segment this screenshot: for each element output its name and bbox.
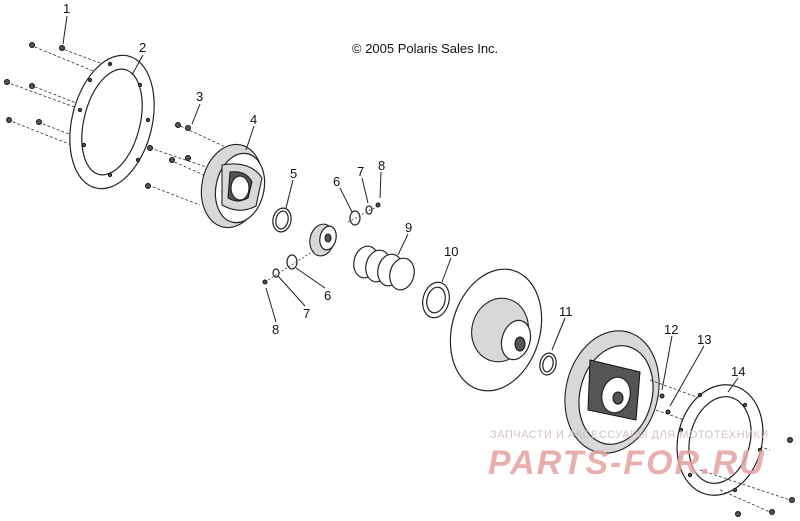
bolt-group-right bbox=[699, 437, 795, 517]
bushing-washer-upper bbox=[347, 202, 381, 226]
callout-leaders bbox=[62, 15, 739, 407]
watermark-tagline: ЗАПЧАСТИ И АКСЕССУАРЫ ДЛЯ МОТОТЕХНИКИ bbox=[490, 429, 769, 441]
fixed-sheave bbox=[564, 330, 660, 454]
watermark: ЗАПЧАСТИ И АКСЕССУАРЫ ДЛЯ МОТОТЕХНИКИ PA… bbox=[488, 429, 769, 482]
callout-12: 12 bbox=[664, 322, 678, 337]
callout-9: 9 bbox=[405, 220, 412, 235]
ring-10 bbox=[422, 281, 450, 319]
callout-7-upper: 7 bbox=[357, 164, 364, 179]
copyright-text: © 2005 Polaris Sales Inc. bbox=[352, 41, 498, 56]
callout-10: 10 bbox=[444, 244, 458, 259]
sheave bbox=[449, 268, 543, 392]
callout-labels: 1 2 3 4 5 6 7 8 9 10 6 7 8 11 12 13 14 bbox=[63, 1, 745, 379]
callout-3: 3 bbox=[196, 89, 203, 104]
callout-5: 5 bbox=[290, 166, 297, 181]
callout-6-lower: 6 bbox=[324, 288, 331, 303]
callout-2: 2 bbox=[139, 40, 146, 55]
callout-14: 14 bbox=[731, 364, 745, 379]
callout-11: 11 bbox=[559, 304, 573, 319]
callout-6-upper: 6 bbox=[333, 174, 340, 189]
callout-8-upper: 8 bbox=[378, 158, 385, 173]
gasket-ring-14 bbox=[676, 384, 764, 496]
hub bbox=[309, 223, 337, 257]
callout-1: 1 bbox=[63, 1, 70, 16]
watermark-brand: PARTS-FOR.RU bbox=[488, 444, 766, 482]
callout-13: 13 bbox=[697, 332, 711, 347]
callout-4: 4 bbox=[250, 112, 257, 127]
spring-9 bbox=[353, 245, 415, 291]
oring-11 bbox=[539, 352, 557, 376]
callout-7-lower: 7 bbox=[303, 306, 310, 321]
cover-4 bbox=[200, 143, 266, 229]
oring-5 bbox=[272, 207, 292, 233]
callout-8-lower: 8 bbox=[272, 322, 279, 337]
bushing-washer-lower bbox=[262, 249, 316, 285]
gasket-ring-2 bbox=[69, 54, 155, 190]
